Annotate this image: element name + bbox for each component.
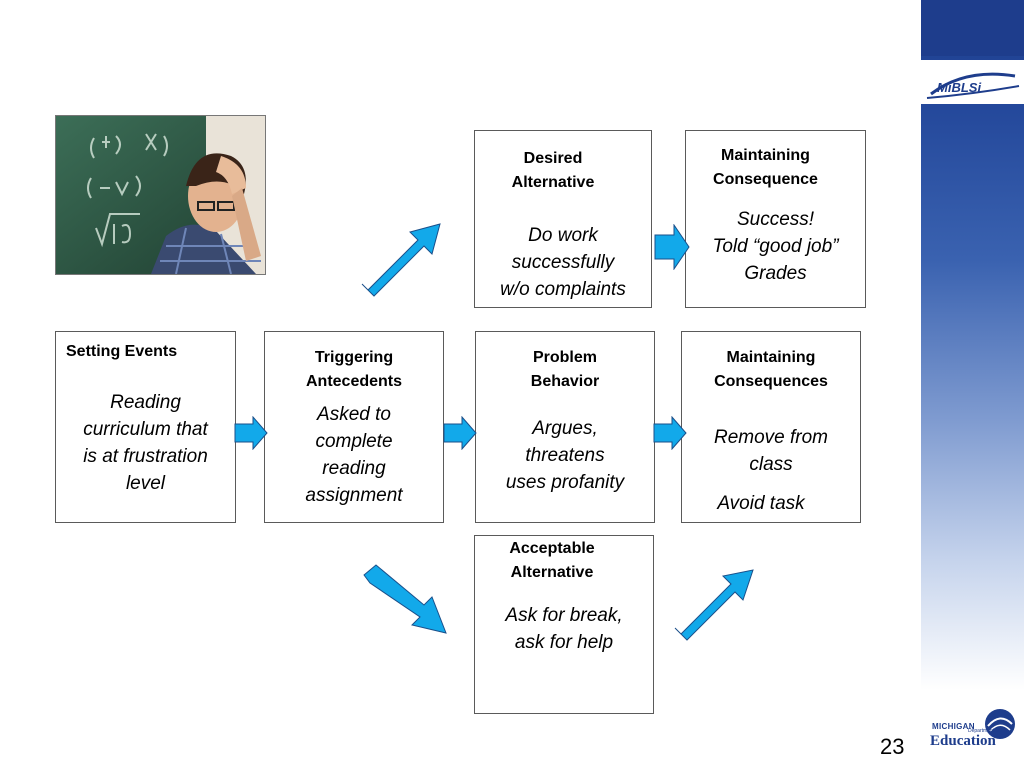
- triggering-antecedents-title-2: Antecedents: [305, 373, 403, 390]
- arrow-up-to-desired-icon: [361, 223, 441, 297]
- desired-alternative-line-2: successfully: [511, 252, 615, 273]
- setting-events-line-2: curriculum that: [83, 419, 208, 440]
- desired-alternative-title-1: Desired: [523, 150, 583, 167]
- acceptable-alternative-line-2: ask for help: [514, 632, 614, 653]
- triggering-antecedents-title-1: Triggering: [314, 349, 394, 366]
- acceptable-alternative-box: Acceptable Alternative Ask for break, as…: [474, 535, 654, 714]
- acceptable-alternative-title-2: Alternative: [510, 564, 594, 581]
- setting-events-box: Setting Events Reading curriculum that i…: [55, 331, 236, 523]
- triggering-antecedents-line-4: assignment: [305, 485, 403, 506]
- problem-behavior-title-2: Behavior: [530, 373, 600, 390]
- setting-events-line-1: Reading: [110, 392, 181, 413]
- student-frustrated-photo: [55, 115, 266, 275]
- maintaining-consequences-title-2: Consequences: [714, 373, 828, 390]
- arrow-acceptable-to-consequence-icon: [674, 569, 754, 641]
- maintaining-consequences-avoid-task: Avoid task: [717, 493, 805, 514]
- problem-behavior-line-1: Argues,: [532, 418, 598, 439]
- desired-alternative-line-1: Do work: [528, 225, 598, 246]
- edu-logo-education: Education: [930, 733, 996, 749]
- mibls-logo-text: MiBLSi: [937, 80, 981, 95]
- arrow-down-to-acceptable-icon: [363, 564, 447, 634]
- maintaining-consequences-title-1: Maintaining: [726, 349, 816, 366]
- desired-alternative-title-2: Alternative: [511, 174, 595, 191]
- page-number: 23: [880, 734, 905, 759]
- maintaining-consequences-line-1: Remove from: [713, 427, 829, 448]
- maintaining-consequence-line-2: Told “good job”: [712, 236, 839, 257]
- maintaining-consequences-line-2: class: [749, 454, 793, 475]
- acceptable-alternative-line-1: Ask for break,: [505, 605, 623, 626]
- edu-logo-dept: Department of: [968, 728, 1000, 734]
- triggering-antecedents-line-3: reading: [322, 458, 386, 479]
- maintaining-consequences-box: Maintaining Consequences Remove from cla…: [681, 331, 861, 523]
- triggering-antecedents-line-1: Asked to: [317, 404, 391, 425]
- problem-behavior-box: Problem Behavior Argues, threatens uses …: [475, 331, 655, 523]
- problem-behavior-title-1: Problem: [532, 349, 597, 366]
- acceptable-alternative-title-1: Acceptable: [509, 540, 595, 557]
- desired-alternative-box: Desired Alternative Do work successfully…: [474, 130, 652, 308]
- edu-logo-michigan: MICHIGAN: [932, 722, 975, 731]
- side-band: MiBLSi: [921, 0, 1024, 768]
- side-band-top: [921, 0, 1024, 56]
- arrow-behavior-to-consequence-icon: [653, 416, 687, 450]
- maintaining-consequence-title-2: Consequence: [713, 171, 818, 188]
- triggering-antecedents-box: Triggering Antecedents Asked to complete…: [264, 331, 444, 523]
- setting-events-line-4: level: [125, 473, 166, 494]
- michigan-education-logo: [985, 709, 1015, 739]
- arrow-desired-to-consequence-icon: [654, 224, 690, 270]
- triggering-antecedents-line-2: complete: [315, 431, 393, 452]
- desired-alternative-line-3: w/o complaints: [500, 279, 626, 300]
- maintaining-consequence-line-3: Grades: [744, 263, 807, 284]
- setting-events-line-3: is at frustration: [83, 446, 208, 467]
- mibls-logo: MiBLSi: [926, 72, 1020, 99]
- arrow-trigger-to-behavior-icon: [443, 416, 477, 450]
- maintaining-consequence-line-1: Success!: [736, 209, 815, 230]
- arrow-setting-to-trigger-icon: [234, 416, 268, 450]
- setting-events-title: Setting Events: [66, 343, 178, 360]
- maintaining-consequence-title-1: Maintaining: [721, 147, 810, 164]
- problem-behavior-line-2: threatens: [525, 445, 605, 466]
- maintaining-consequence-box: Maintaining Consequence Success! Told “g…: [685, 130, 866, 308]
- problem-behavior-line-3: uses profanity: [505, 472, 625, 493]
